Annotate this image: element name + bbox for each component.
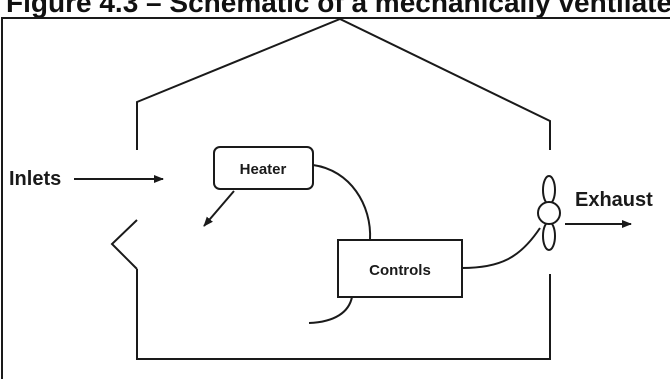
building-wall-upper — [136, 17, 551, 150]
exhaust-label: Exhaust — [575, 189, 653, 211]
sensor-wire — [308, 296, 353, 324]
heater-box — [213, 146, 314, 190]
heater-label: Heater — [240, 161, 287, 178]
building-wall-lower — [136, 269, 551, 360]
figure-title: Figure 4.3 – Schematic of a mechanically… — [6, 0, 670, 18]
inlet-flap — [110, 219, 138, 270]
controls-box — [337, 239, 463, 298]
heater-output-arrow — [203, 190, 235, 227]
controls-label: Controls — [369, 262, 431, 279]
controls-fan-wire — [461, 227, 541, 269]
building-outline — [110, 17, 551, 360]
inlets-label: Inlets — [9, 168, 61, 190]
diagram-frame — [1, 17, 670, 379]
exhaust-fan-icon — [537, 175, 561, 251]
heater-controls-wire — [312, 164, 372, 241]
